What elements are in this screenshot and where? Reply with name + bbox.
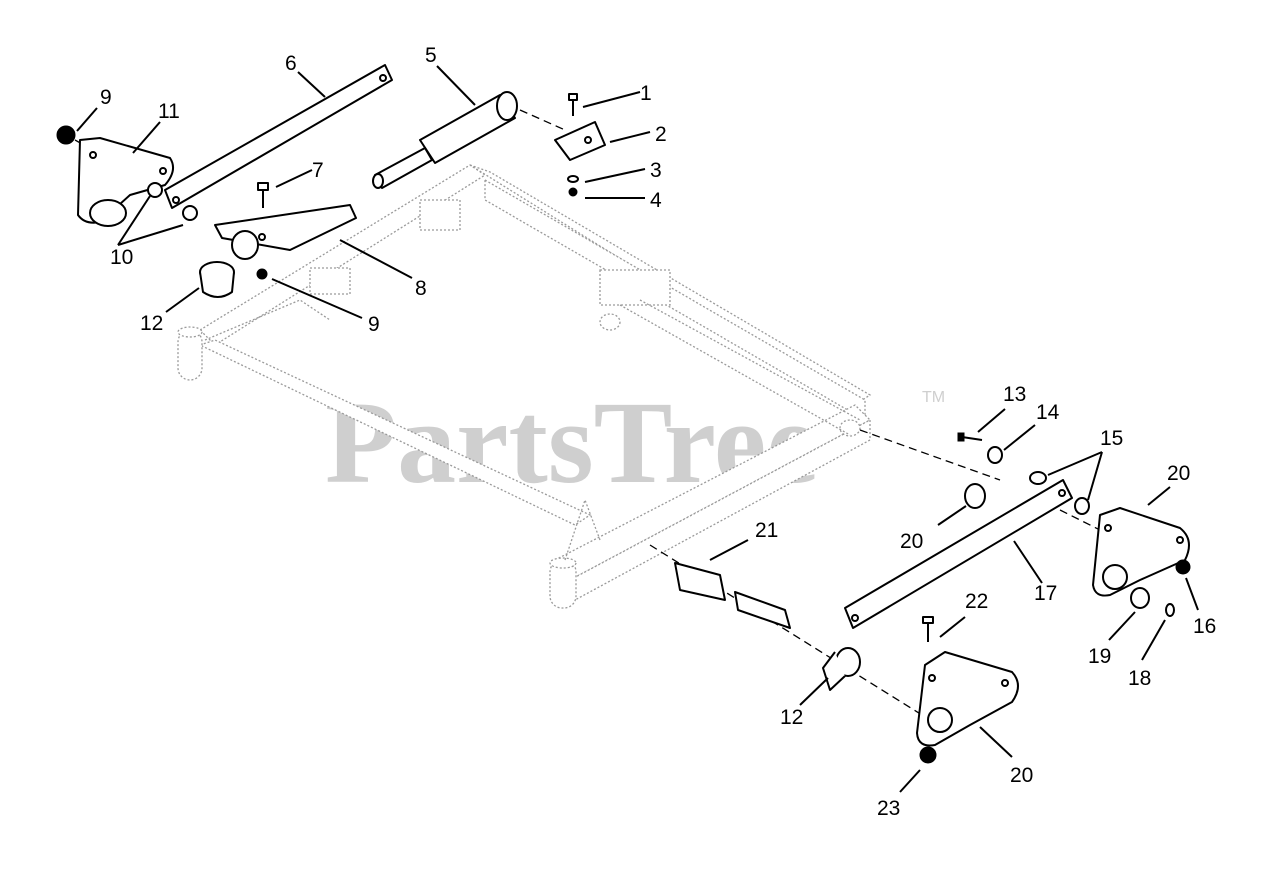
callout-5: 5 — [425, 44, 437, 67]
callout-3: 3 — [650, 159, 662, 182]
part-16-nut — [1175, 559, 1191, 575]
part-9-nut-center — [256, 268, 268, 280]
part-8-shaft — [214, 204, 357, 260]
callout-12-lower: 12 — [780, 706, 803, 729]
part-11-bracket-left — [77, 137, 175, 227]
part-18-clip — [1165, 603, 1175, 617]
part-23-nut — [919, 746, 937, 764]
part-22-bolt — [922, 616, 934, 642]
part-13-bolt — [957, 432, 983, 442]
callout-9-top: 9 — [100, 86, 112, 109]
part-7-bolt — [257, 182, 269, 208]
callout-21: 21 — [755, 519, 778, 542]
callout-20-lower: 20 — [1010, 764, 1033, 787]
mower-frame — [177, 164, 872, 609]
part-12-bushing-left — [199, 261, 235, 298]
part-15-washers — [1029, 471, 1090, 515]
callout-10: 10 — [110, 246, 133, 269]
callout-23: 23 — [877, 797, 900, 820]
part-6-link-bar — [164, 64, 393, 209]
part-3-washer — [567, 175, 579, 183]
part-4-nut — [568, 187, 578, 197]
callout-1: 1 — [640, 82, 652, 105]
callout-17: 17 — [1034, 582, 1057, 605]
callout-2: 2 — [655, 123, 667, 146]
callout-22: 22 — [965, 590, 988, 613]
part-21-pin — [674, 562, 791, 629]
callout-8: 8 — [415, 277, 427, 300]
part-20-bushing-upper — [964, 483, 986, 509]
part-20-bracket-lower — [916, 651, 1019, 747]
callout-11: 11 — [158, 100, 180, 123]
part-1-screw — [568, 93, 578, 116]
watermark-trademark: TM — [922, 389, 945, 406]
callout-20-upper: 20 — [900, 530, 923, 553]
part-2-clevis — [554, 121, 606, 161]
callout-13: 13 — [1003, 383, 1026, 406]
part-9-nut-left — [56, 125, 76, 145]
callout-15: 15 — [1100, 427, 1123, 450]
part-17-link-bar — [844, 479, 1073, 629]
leader-lines — [76, 65, 1199, 793]
callout-14: 14 — [1036, 401, 1060, 424]
callout-18: 18 — [1128, 667, 1151, 690]
part-5-actuator — [372, 91, 518, 189]
callout-6: 6 — [285, 52, 297, 75]
part-12-bushing-lower — [822, 647, 861, 691]
part-14-spacer — [987, 446, 1003, 464]
callout-12-left: 12 — [140, 312, 163, 335]
callout-7: 7 — [312, 159, 324, 182]
callout-labels: 1 2 3 4 5 6 7 8 9 9 10 11 12 12 13 14 15… — [100, 44, 1216, 820]
part-19-spacer — [1130, 587, 1150, 609]
callout-20-right: 20 — [1167, 462, 1190, 485]
part-10-washers — [147, 182, 198, 221]
callout-16: 16 — [1193, 615, 1216, 638]
part-20-bracket-right — [1092, 507, 1190, 597]
callout-4: 4 — [650, 189, 662, 212]
callout-9-center: 9 — [368, 313, 380, 336]
callout-19: 19 — [1088, 645, 1111, 668]
